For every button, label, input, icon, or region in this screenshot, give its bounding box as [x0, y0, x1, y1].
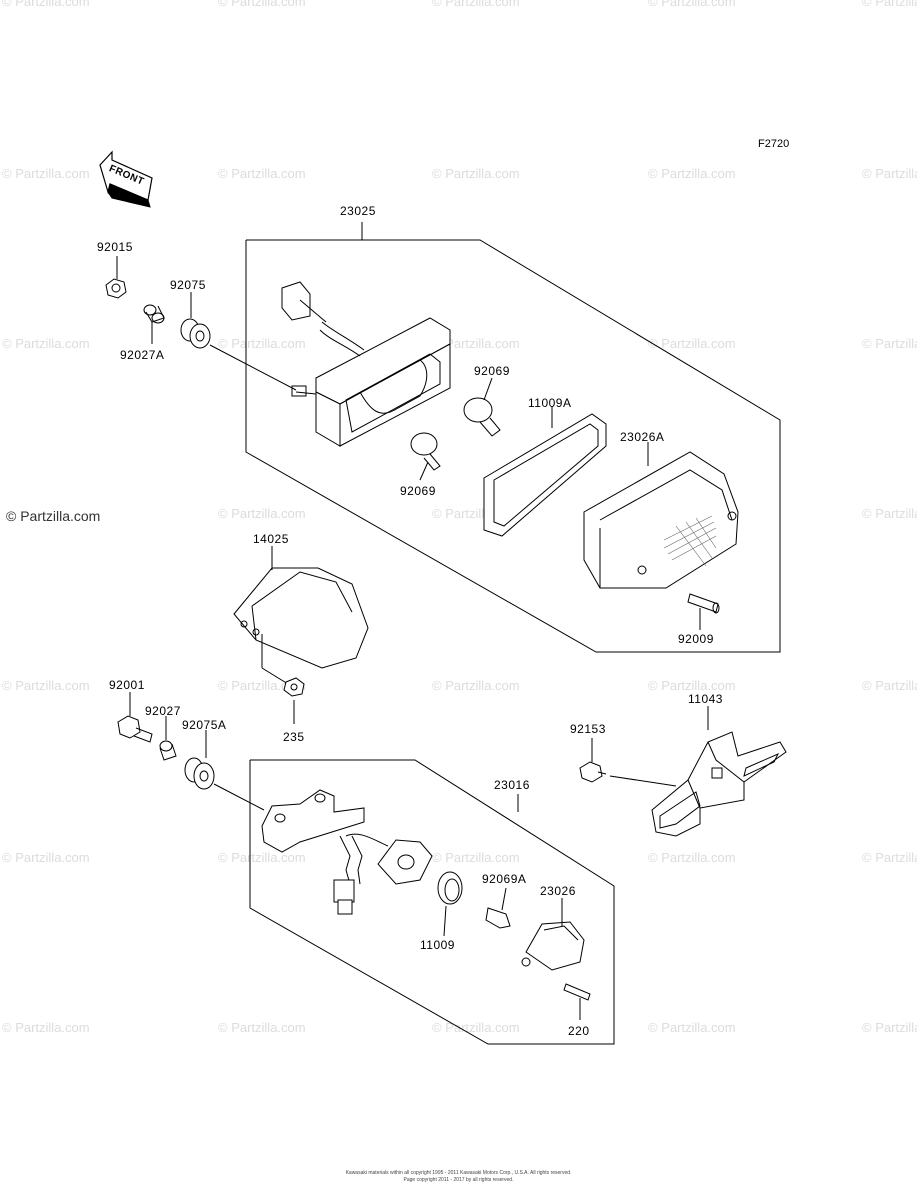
part-label-23025: 23025 — [340, 204, 376, 218]
watermark: © Partzilla.com — [218, 506, 306, 521]
watermark: © Partzilla.com — [2, 336, 90, 351]
bulb-92069-top — [463, 397, 501, 437]
gasket-11009A — [483, 413, 607, 537]
watermark: © Partzilla.com — [648, 336, 736, 351]
part-label-92075: 92075 — [170, 278, 206, 292]
watermark: © Partzilla.com — [432, 166, 520, 181]
grommet-92075A — [184, 757, 215, 790]
license-lamp-housing-14025 — [233, 567, 369, 669]
watermark: © Partzilla.com — [2, 166, 90, 181]
watermark: © Partzilla.com — [648, 1020, 736, 1035]
watermark: © Partzilla.com — [2, 850, 90, 865]
grommet-92075 — [180, 318, 211, 349]
watermark: © Partzilla.com — [218, 850, 306, 865]
part-label-23016: 23016 — [494, 778, 530, 792]
figure-id: F2720 — [758, 138, 790, 150]
watermark: © Partzilla.com — [862, 166, 917, 181]
bulb-92069-bottom — [410, 432, 441, 471]
part-label-92027A: 92027A — [120, 348, 165, 362]
part-label-92069-bottom: 92069 — [400, 484, 436, 498]
part-label-23026A: 23026A — [620, 430, 665, 444]
front-arrow-icon — [99, 150, 153, 208]
watermark: © Partzilla.com — [218, 1020, 306, 1035]
screw-92009 — [687, 593, 720, 614]
gasket-11009 — [437, 871, 463, 905]
nut-92015 — [105, 278, 127, 299]
watermark: © Partzilla.com — [648, 166, 736, 181]
lens-23026 — [521, 921, 585, 971]
footer-copyright-line1: Kawasaki materials within all copyright … — [345, 1170, 572, 1176]
watermark: © Partzilla.com — [432, 336, 520, 351]
watermark: © Partzilla.com — [2, 678, 90, 693]
watermark: © Partzilla.com — [862, 506, 917, 521]
part-label-220: 220 — [568, 1024, 590, 1038]
watermark: © Partzilla.com — [862, 0, 917, 9]
watermark: © Partzilla.com — [218, 0, 306, 9]
footer-copyright-line2: Page copyright 2011 - 2017 by all rights… — [403, 1177, 514, 1183]
part-label-23026: 23026 — [540, 884, 576, 898]
bulb-92069A — [485, 907, 511, 929]
watermark: © Partzilla.com — [432, 678, 520, 693]
nut-92153 — [579, 761, 607, 783]
watermark: © Partzilla.com — [432, 0, 520, 9]
part-label-11009A: 11009A — [528, 396, 572, 410]
watermark: © Partzilla.com — [2, 1020, 90, 1035]
watermark: © Partzilla.com — [218, 166, 306, 181]
watermark: © Partzilla.com — [432, 850, 520, 865]
part-label-92015: 92015 — [97, 240, 133, 254]
part-label-11043: 11043 — [688, 692, 723, 706]
part-label-11009: 11009 — [420, 938, 455, 952]
watermark: © Partzilla.com — [648, 0, 736, 9]
watermark: © Partzilla.com — [432, 1020, 520, 1035]
watermark-main: © Partzilla.com — [6, 508, 101, 524]
watermark: © Partzilla.com — [2, 0, 90, 9]
watermark: © Partzilla.com — [218, 336, 306, 351]
part-label-92027: 92027 — [145, 704, 181, 718]
tail-light-housing — [281, 281, 451, 447]
part-label-92009: 92009 — [678, 632, 714, 646]
bolt-92001 — [117, 715, 153, 743]
collar-92027A — [143, 304, 165, 324]
part-label-235: 235 — [283, 730, 305, 744]
bracket-11043 — [651, 731, 787, 837]
bolt-235 — [283, 677, 305, 697]
part-label-92069A: 92069A — [482, 872, 527, 886]
watermark: © Partzilla.com — [862, 678, 917, 693]
watermark: © Partzilla.com — [862, 1020, 917, 1035]
group-outline-23016 — [249, 759, 615, 1045]
collar-92027 — [159, 740, 177, 761]
watermark: © Partzilla.com — [862, 850, 917, 865]
lens-23026A — [583, 451, 739, 589]
part-label-92075A: 92075A — [182, 718, 227, 732]
part-label-92153: 92153 — [570, 722, 606, 736]
part-label-14025: 14025 — [253, 532, 289, 546]
watermark: © Partzilla.com — [862, 336, 917, 351]
socket-assembly-23016 — [261, 789, 433, 915]
screw-220 — [563, 983, 591, 1001]
watermark: © Partzilla.com — [648, 678, 736, 693]
watermark: © Partzilla.com — [648, 850, 736, 865]
part-label-92069-top: 92069 — [474, 364, 510, 378]
group-outline-23025 — [245, 239, 781, 653]
part-label-92001: 92001 — [109, 678, 145, 692]
